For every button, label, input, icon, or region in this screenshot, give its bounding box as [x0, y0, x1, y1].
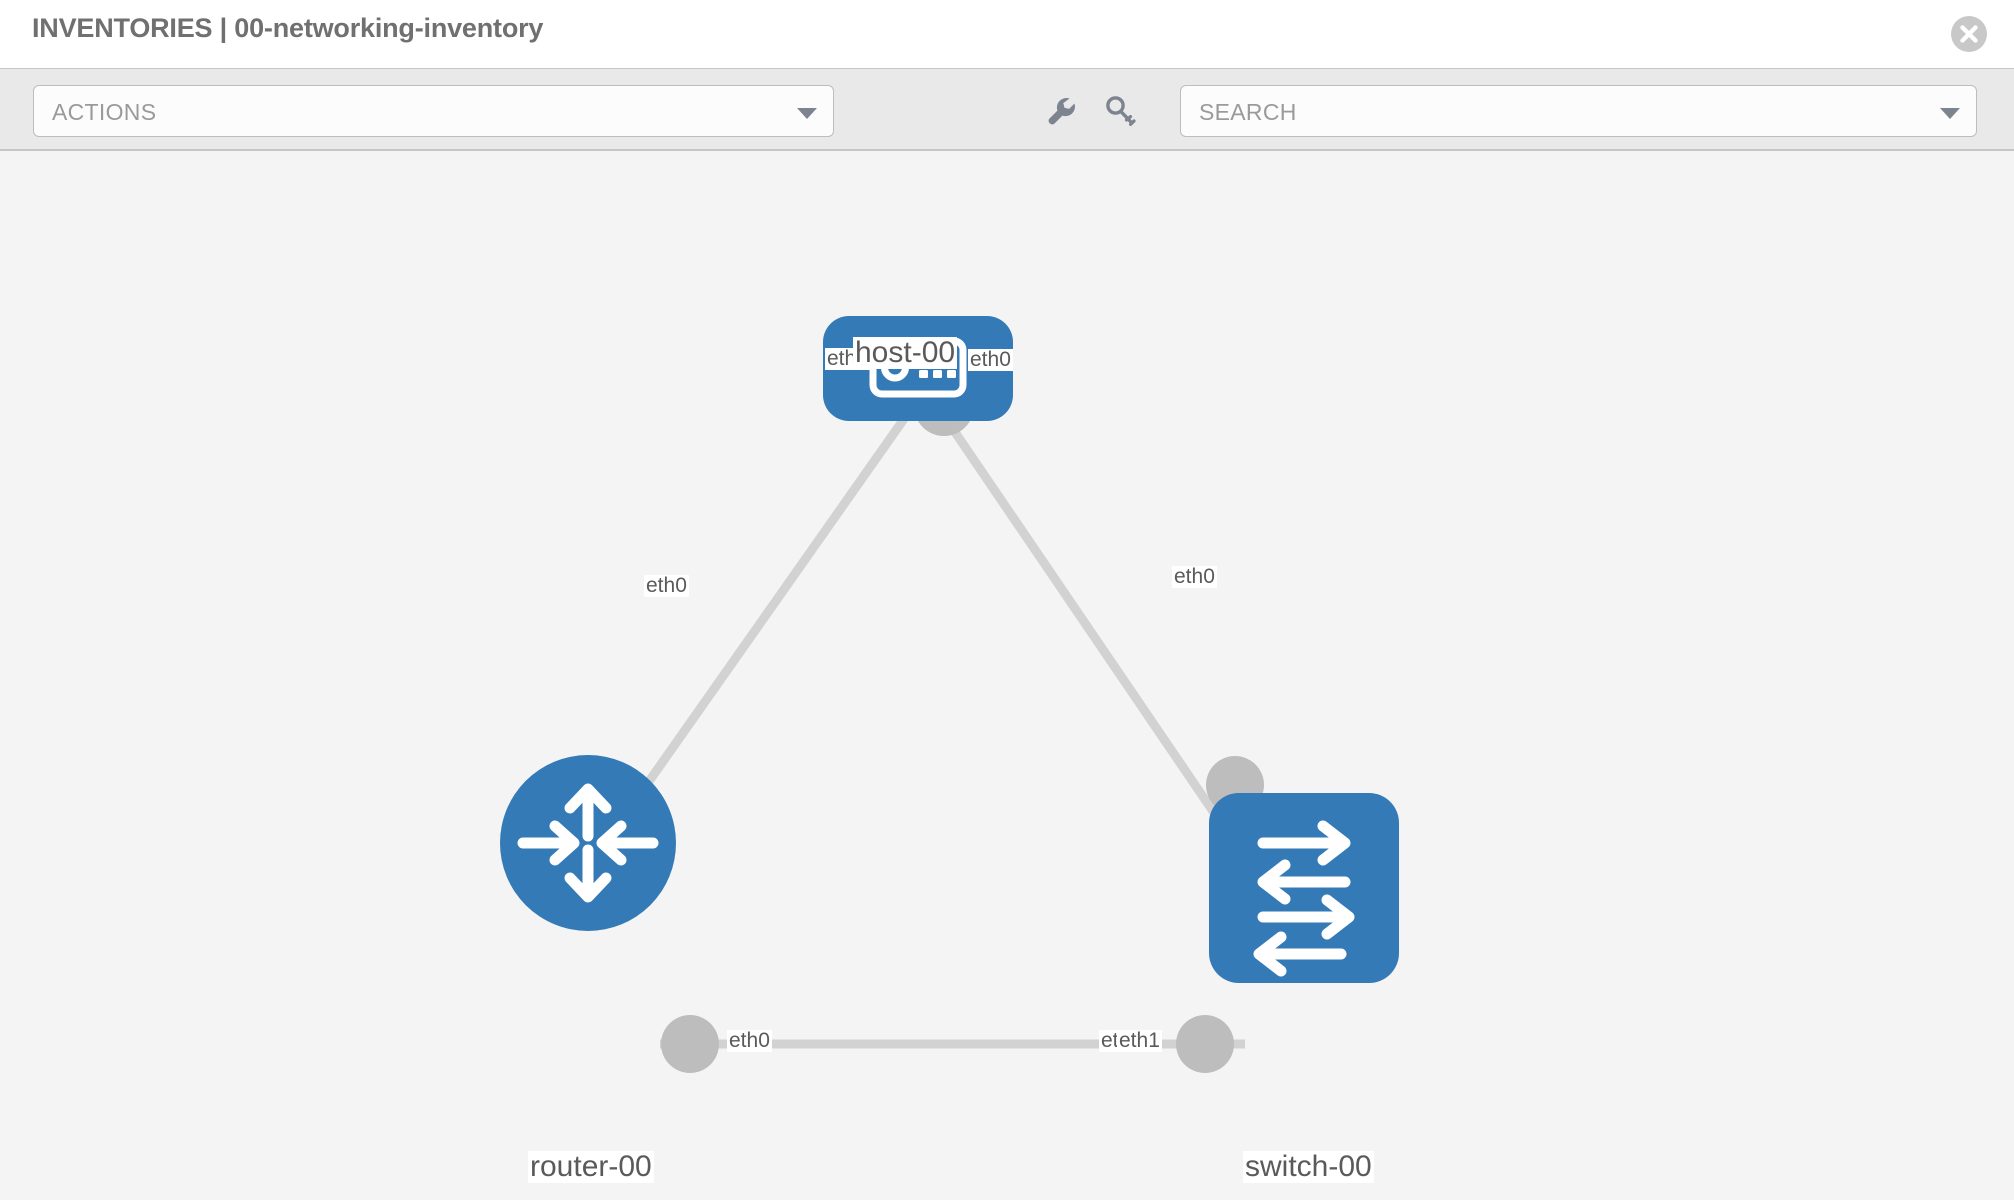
search-placeholder: SEARCH [1199, 99, 1297, 125]
link-host-router [596, 413, 910, 854]
page-title: INVENTORIES | 00-networking-inventory [32, 13, 544, 43]
switch-arrows-icon [1253, 820, 1355, 977]
interface-label-router-right: eth0 [727, 1029, 772, 1053]
toolbar: ACTIONS SEARCH [0, 68, 2014, 151]
close-icon[interactable] [1951, 16, 1987, 52]
search-input[interactable]: SEARCH [1180, 85, 1977, 137]
interface-label-switch-left: eth1 [1117, 1029, 1162, 1053]
link-host-switch [940, 413, 1244, 854]
page-header: INVENTORIES | 00-networking-inventory [0, 0, 2014, 68]
node-label-router-00: router-00 [528, 1150, 654, 1183]
node-switch-00[interactable] [1209, 793, 1399, 983]
interface-label-router-up: eth0 [644, 574, 689, 598]
router-four-arrows-icon [517, 783, 659, 903]
chevron-down-icon [797, 108, 817, 119]
topology-canvas[interactable]: eth0 host-00 eth0 eth0 eth0 eth0 eth eth… [0, 151, 2014, 1200]
topology-graph [500, 316, 1399, 1073]
node-router-00[interactable] [500, 755, 676, 931]
node-label-host-00: host-00 [853, 336, 958, 369]
key-icon[interactable] [1100, 91, 1142, 133]
interface-label-host-right: eth0 [968, 348, 1013, 372]
port-switch-left [1176, 1015, 1234, 1073]
topology-links [596, 413, 1245, 1049]
topology-ports [661, 376, 1264, 1073]
actions-dropdown[interactable]: ACTIONS [33, 85, 834, 137]
port-router-right [661, 1015, 719, 1073]
actions-dropdown-label: ACTIONS [52, 99, 157, 125]
interface-label-switch-up: eth0 [1172, 565, 1217, 589]
node-label-switch-00: switch-00 [1243, 1150, 1374, 1183]
wrench-icon[interactable] [1040, 91, 1082, 133]
chevron-down-icon[interactable] [1940, 108, 1960, 119]
